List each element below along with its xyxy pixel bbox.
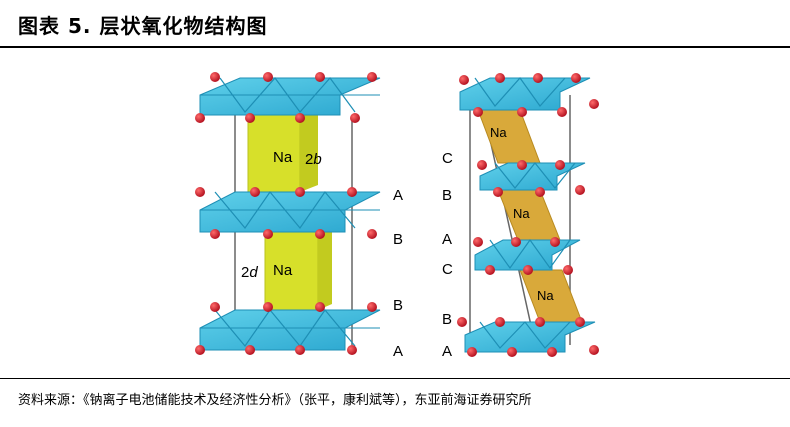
left-stacking-label-4: A	[393, 343, 403, 360]
left-structure: Na 2b Na 2d A B B A	[195, 72, 403, 360]
right-stacking-label-2: B	[442, 187, 452, 204]
source-note: 资料来源：《钠离子电池储能技术及经济性分析》（张平，康利斌等），东亚前海证券研究…	[18, 393, 532, 408]
right-layer-4	[464, 321, 596, 353]
left-prism-bottom	[264, 226, 332, 311]
left-stacking-label-2: B	[393, 231, 403, 248]
right-stacking-label-3: A	[442, 231, 452, 248]
left-layer-top	[199, 77, 381, 116]
right-prism-1	[477, 109, 541, 164]
right-structure: Na Na Na C B A C B A	[442, 73, 599, 360]
right-stacking-label-5: B	[442, 311, 452, 328]
right-oxygen-atoms	[457, 73, 599, 357]
right-stacking-label-4: C	[442, 261, 453, 278]
right-stacking-label-6: A	[442, 343, 452, 360]
left-stacking-label-3: B	[393, 297, 403, 314]
bottom-divider	[0, 378, 790, 379]
left-stacking-label-1: A	[393, 187, 403, 204]
right-layer-3	[474, 238, 581, 271]
left-layer-bottom	[199, 309, 381, 351]
left-site-bottom-label: 2d	[241, 264, 258, 281]
right-stacking-label-1: C	[442, 150, 453, 167]
top-divider	[0, 46, 790, 48]
left-na-bottom-label: Na	[273, 262, 293, 279]
figure-title: 图表 5. 层状氧化物结构图	[18, 14, 268, 38]
right-layer-1	[459, 77, 591, 111]
right-na-label-2: Na	[513, 206, 530, 221]
left-site-top-label: 2b	[305, 151, 322, 168]
right-na-label-3: Na	[537, 288, 554, 303]
left-na-top-label: Na	[273, 149, 293, 166]
left-layer-middle	[199, 191, 381, 233]
left-oxygen-atoms	[195, 72, 377, 355]
left-prism-top	[247, 108, 318, 193]
right-na-label-1: Na	[490, 125, 507, 140]
